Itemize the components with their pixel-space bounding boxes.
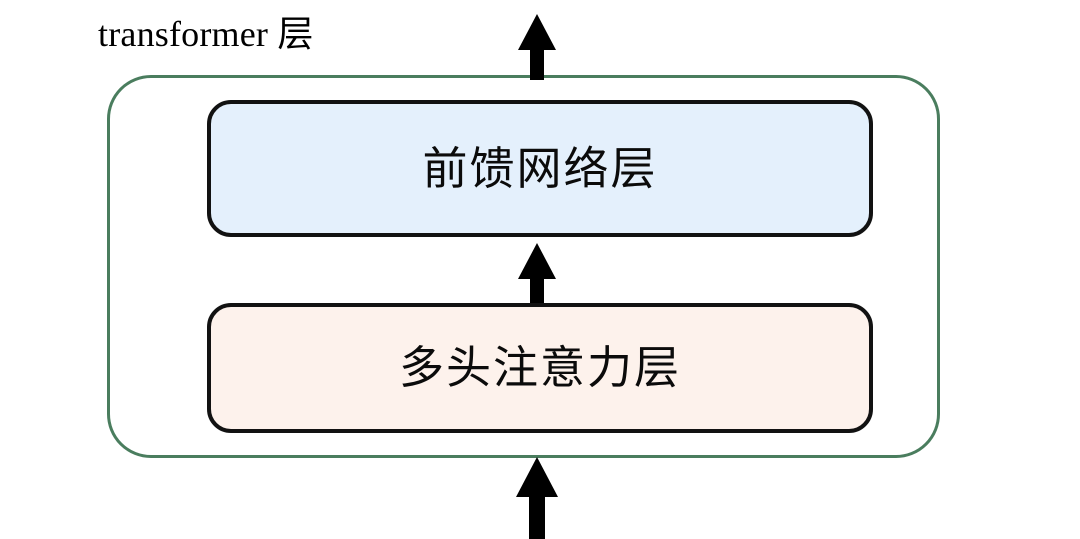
block-feed-forward-label: 前馈网络层 (422, 143, 658, 194)
attention-to-ffn-arrow-icon (518, 243, 556, 303)
diagram-title: transformer 层 (98, 14, 314, 54)
block-multi-head-attention-label: 多头注意力层 (398, 343, 681, 393)
block-feed-forward: 前馈网络层 (207, 100, 873, 237)
input-arrow-icon (516, 457, 558, 539)
output-arrow-icon (518, 14, 556, 80)
block-multi-head-attention: 多头注意力层 (207, 303, 873, 433)
